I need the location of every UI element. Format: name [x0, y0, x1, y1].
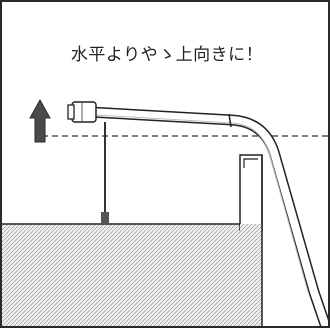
hose-shading [96, 114, 309, 293]
tank-rim [239, 154, 263, 326]
nozzle-tip [67, 104, 75, 120]
nozzle-body [71, 101, 97, 123]
rim-wall-lower [240, 224, 262, 326]
nozzle [67, 101, 97, 123]
upward-arrow-icon [29, 98, 51, 143]
rim-wall [239, 154, 263, 231]
pipe-stand [101, 122, 109, 224]
hose [89, 106, 328, 326]
hose-coupling [228, 113, 232, 128]
rim-lip [243, 158, 258, 168]
stand-base [101, 212, 109, 224]
diagram-caption: 水平よりやゝ上向きに！ [70, 45, 264, 65]
hose-body [89, 108, 328, 326]
tank-fill [2, 224, 262, 326]
tank [2, 223, 262, 326]
